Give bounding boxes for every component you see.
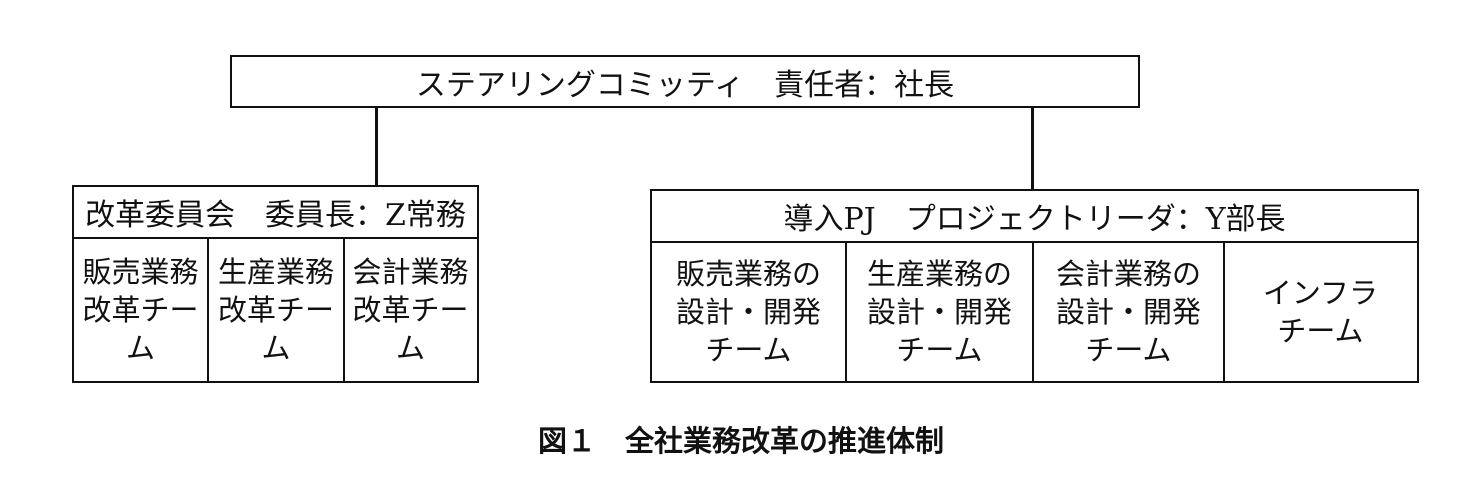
team-box: 販売業務改革チーム bbox=[74, 239, 209, 381]
team-line: 設計・開発 bbox=[1055, 295, 1201, 329]
steering-committee-box: ステアリングコミッティ 責任者：社長 bbox=[230, 55, 1140, 108]
reform-committee-header: 改革委員会 委員長：Z常務 bbox=[74, 187, 477, 239]
team-box: 生産業務改革チーム bbox=[209, 239, 345, 381]
team-line: 販売業務の bbox=[675, 257, 821, 291]
reform-committee-group: 改革委員会 委員長：Z常務 販売業務改革チーム 生産業務改革チーム 会計業務改革… bbox=[72, 185, 479, 383]
connector-left bbox=[375, 107, 378, 187]
team-line: 設計・開発 bbox=[866, 295, 1012, 329]
team-line: 会計業務 bbox=[352, 255, 469, 289]
team-line: 設計・開発 bbox=[675, 295, 821, 329]
team-line: インフラ bbox=[1262, 276, 1379, 310]
team-box: 生産業務の設計・開発チーム bbox=[847, 243, 1034, 381]
figure-caption: 図１ 全社業務改革の推進体制 bbox=[537, 424, 944, 458]
deployment-pj-header: 導入PJ プロジェクトリーダ：Y部長 bbox=[652, 191, 1417, 243]
team-line: 会計業務の bbox=[1055, 257, 1201, 291]
team-box: インフラチーム bbox=[1225, 243, 1416, 381]
team-box: 会計業務の設計・開発チーム bbox=[1034, 243, 1225, 381]
team-line: 改革チーム bbox=[352, 293, 469, 365]
team-line: チーム bbox=[1277, 314, 1364, 348]
connector-right bbox=[1031, 107, 1034, 190]
team-line: 生産業務の bbox=[866, 257, 1012, 291]
steering-committee-label: ステアリングコミッティ 責任者：社長 bbox=[415, 67, 955, 103]
team-line: チーム bbox=[705, 333, 792, 367]
team-box: 会計業務改革チーム bbox=[345, 239, 476, 381]
team-line: チーム bbox=[896, 333, 983, 367]
team-line: 改革チーム bbox=[217, 293, 334, 365]
team-line: 生産業務 bbox=[217, 255, 334, 289]
deployment-pj-group: 導入PJ プロジェクトリーダ：Y部長 販売業務の設計・開発チーム 生産業務の設計… bbox=[650, 189, 1419, 383]
team-line: チーム bbox=[1085, 333, 1172, 367]
team-line: 改革チーム bbox=[82, 293, 199, 365]
team-box: 販売業務の設計・開発チーム bbox=[652, 243, 847, 381]
team-line: 販売業務 bbox=[82, 255, 199, 289]
